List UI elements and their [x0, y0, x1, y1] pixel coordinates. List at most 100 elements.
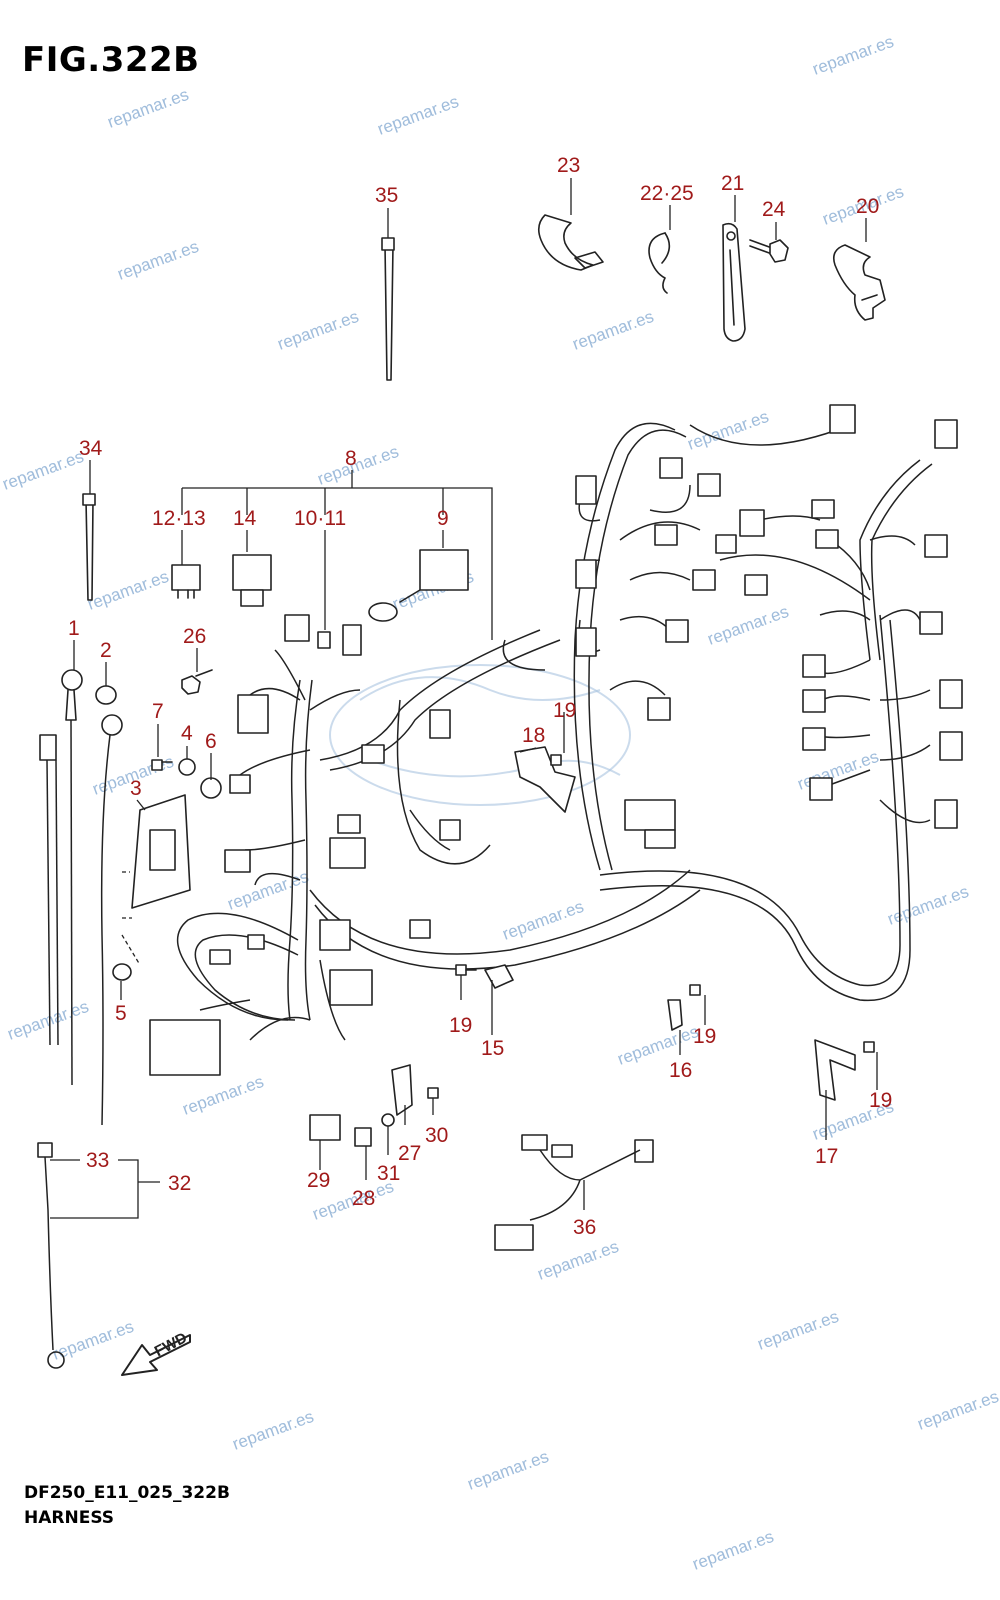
washer-4	[178, 758, 196, 776]
watermark-text: repamar.es	[535, 1237, 621, 1284]
callout-31: 31	[377, 1162, 400, 1185]
callouts: 23 22·25 21 24 20 35 34 8 12·13 14 10·11…	[68, 154, 892, 1239]
ring-terminal	[100, 714, 123, 1126]
watermark-text: repamar.es	[105, 85, 191, 132]
watermark-text: repamar.es	[275, 307, 361, 354]
callout-19: 19	[553, 699, 576, 722]
cable-tie-34	[82, 493, 96, 601]
relay-12-13	[171, 530, 201, 599]
clamp-15	[484, 964, 514, 989]
callout-12-13: 12·13	[152, 507, 206, 530]
callout-2: 2	[100, 639, 112, 662]
watermark-text: repamar.es	[85, 567, 171, 614]
callout-34: 34	[79, 437, 103, 460]
bolt-26	[181, 669, 213, 695]
bracket-3	[122, 794, 191, 919]
watermark-text: repamar.es	[690, 1527, 776, 1574]
bracket-27	[391, 1064, 413, 1116]
grommet-6	[200, 777, 222, 799]
collar-2	[95, 685, 117, 705]
clamp-23	[537, 214, 604, 271]
callout-14: 14	[233, 507, 257, 530]
callout-15: 15	[481, 1037, 504, 1060]
watermark-text: repamar.es	[810, 32, 896, 79]
strap-21	[722, 222, 746, 342]
watermark-text: repamar.es	[230, 1407, 316, 1454]
clip-22-25	[648, 232, 671, 294]
clamp-16	[667, 999, 683, 1031]
module-9	[368, 530, 469, 622]
callout-10-11: 10·11	[294, 507, 346, 530]
callout-8: 8	[345, 447, 357, 470]
bracket-8	[181, 470, 493, 640]
callout-35: 35	[375, 184, 398, 207]
fwd-label: FWD	[152, 1329, 190, 1360]
bolt-19	[550, 754, 562, 766]
clamp-20	[832, 244, 886, 321]
bolt-24	[749, 239, 789, 263]
watermark-text: repamar.es	[375, 92, 461, 139]
relay-14	[232, 530, 272, 607]
watermark-text: repamar.es	[0, 447, 86, 494]
watermark-text: repamar.es	[755, 1307, 841, 1354]
figure-title: FIG.322B	[22, 40, 200, 80]
callout-33: 33	[86, 1149, 109, 1172]
watermark-text: repamar.es	[315, 442, 401, 489]
watermarks: repamar.es repamar.es repamar.es repamar…	[0, 32, 1000, 1574]
watermark-text: repamar.es	[5, 997, 91, 1044]
watermark-text: repamar.es	[115, 237, 201, 284]
callout-7: 7	[152, 700, 164, 723]
callout-9: 9	[437, 507, 449, 530]
bolt-30	[427, 1087, 439, 1099]
callout-36: 36	[573, 1216, 596, 1239]
nut-31	[381, 1113, 395, 1127]
bracket-17	[814, 1039, 856, 1101]
bolt-19	[863, 1041, 875, 1053]
bolt-19	[455, 964, 477, 976]
callout-30: 30	[425, 1124, 448, 1147]
leader-lines	[50, 178, 878, 1219]
cable-tie-35	[381, 237, 395, 381]
holder-29	[309, 1114, 341, 1141]
callout-16: 16	[669, 1059, 692, 1082]
callout-28: 28	[352, 1187, 375, 1210]
watermark-text: repamar.es	[465, 1447, 551, 1494]
watermark-text: repamar.es	[915, 1387, 1000, 1434]
callout-5: 5	[115, 1002, 127, 1025]
watermark-text: repamar.es	[705, 602, 791, 649]
grommet-5	[112, 934, 141, 981]
callout-29: 29	[307, 1169, 330, 1192]
figure-name: HARNESS	[24, 1508, 115, 1528]
callout-26: 26	[183, 625, 206, 648]
screw-7	[151, 759, 173, 771]
cable-32-33	[37, 1142, 65, 1369]
callout-18: 18	[522, 724, 545, 747]
callout-4: 4	[181, 722, 193, 745]
callout-23: 23	[557, 154, 580, 177]
watermark-text: repamar.es	[885, 882, 971, 929]
cap-28	[354, 1127, 372, 1147]
callout-27: 27	[398, 1142, 421, 1165]
watermark-text: repamar.es	[570, 307, 656, 354]
callout-19: 19	[693, 1025, 716, 1048]
callout-19: 19	[449, 1014, 472, 1037]
logo-watermark	[329, 664, 631, 806]
watermark-text: repamar.es	[180, 1072, 266, 1119]
ring-terminal-1	[39, 669, 83, 1086]
callout-24: 24	[762, 198, 786, 221]
sub-harness-36	[494, 1134, 654, 1251]
bolt-19	[689, 984, 701, 996]
harness-connectors	[575, 404, 963, 849]
bracket-18	[514, 746, 576, 813]
fuse-10-11	[317, 530, 331, 649]
callout-6: 6	[205, 730, 217, 753]
callout-21: 21	[721, 172, 744, 195]
harness-connectors-left	[149, 614, 461, 1076]
callout-19: 19	[869, 1089, 892, 1112]
callout-32: 32	[168, 1172, 191, 1195]
callout-3: 3	[130, 777, 142, 800]
model-code: DF250_E11_025_322B	[24, 1483, 230, 1503]
callout-1: 1	[68, 617, 80, 640]
callout-22-25: 22·25	[640, 182, 694, 205]
